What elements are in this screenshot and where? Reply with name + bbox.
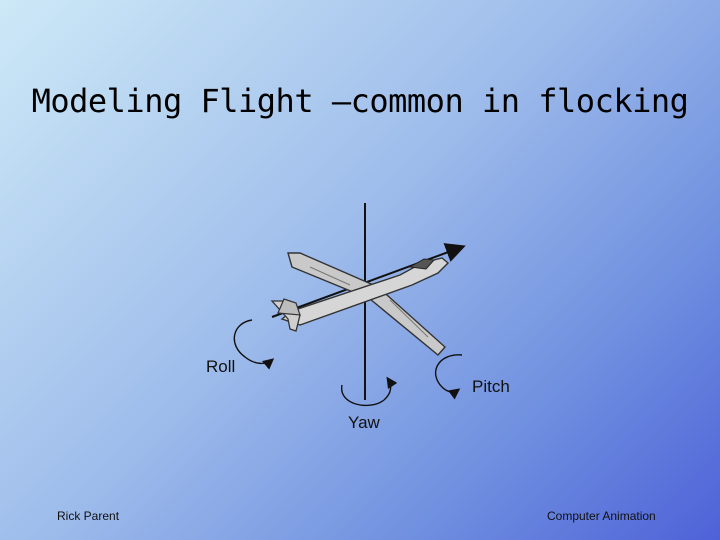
airplane-icon — [233, 203, 466, 407]
fuselage — [280, 257, 450, 326]
footer-author: Rick Parent — [57, 509, 120, 523]
roll-rotation-arrow-icon — [233, 319, 275, 370]
roll-label: Roll — [206, 357, 236, 376]
footer-course: Computer Animation — [547, 509, 656, 523]
yaw-rotation-arrow-icon — [341, 376, 398, 407]
wing — [287, 252, 446, 356]
yaw-label: Yaw — [348, 413, 380, 432]
pitch-label: Pitch — [472, 377, 510, 396]
slide-title: Modeling Flight –common in flocking — [31, 82, 689, 120]
pitch-rotation-arrow-icon — [434, 354, 463, 400]
flight-axes-diagram: Roll Pitch Yaw — [200, 195, 530, 440]
